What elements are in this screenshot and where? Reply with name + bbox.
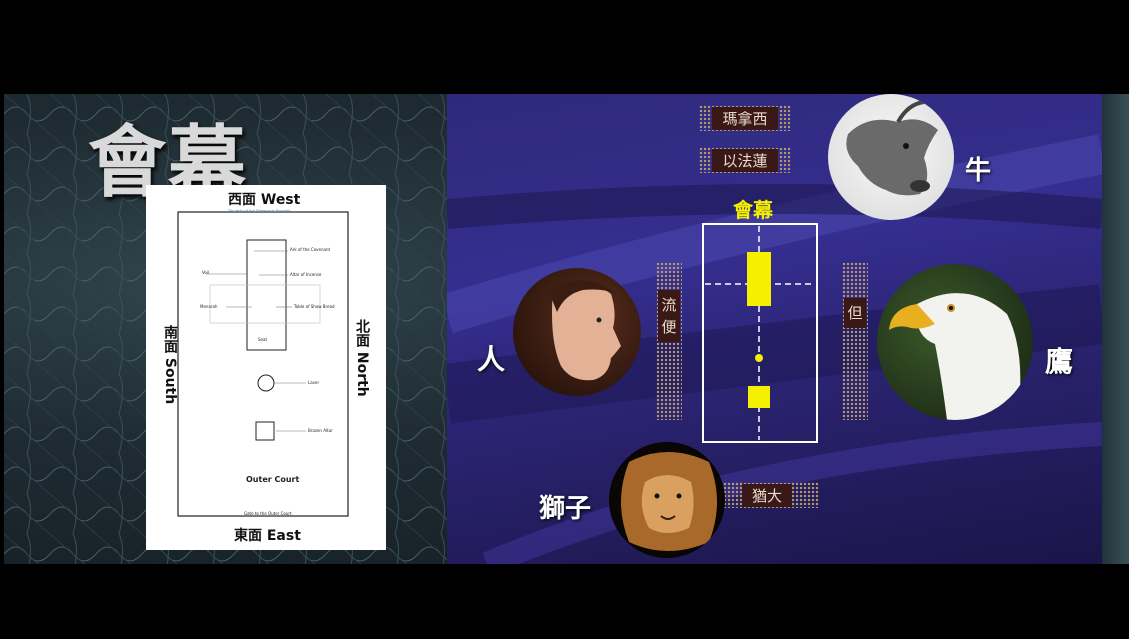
- eagle-icon: [889, 293, 1021, 420]
- tabernacle-box: [702, 223, 818, 443]
- holiest-caption: The Holy of the Tabernacle Beneath: [228, 209, 291, 213]
- eagle-portrait: [877, 264, 1033, 420]
- reuben-label: 流便: [658, 290, 680, 342]
- right-edge-texture: [1102, 94, 1129, 564]
- ox-icon: [846, 100, 938, 196]
- veil-label: Veil: [202, 270, 210, 275]
- eagle-label: 鷹: [1045, 345, 1074, 378]
- gate-label: Gate to the Outer Court: [244, 511, 292, 516]
- slide: 會幕 西面 West 東面 East 南面 South 北面 North The…: [4, 94, 1129, 564]
- ark-label: Ark of the Covenant: [290, 247, 331, 252]
- north-label: 北面 North: [354, 319, 370, 397]
- ox-label: 牛: [965, 156, 992, 186]
- camp-diagram-panel: 瑪拿西 以法蓮 會幕 流便 但 猶大: [447, 94, 1102, 564]
- brazen-altar-label: Brazen Altar: [308, 428, 333, 433]
- manasseh-label: 瑪拿西: [699, 105, 791, 131]
- east-label: 東面 East: [234, 528, 301, 544]
- man-icon: [549, 280, 621, 381]
- lion-label: 獅子: [539, 494, 592, 524]
- plan-drawing: [177, 211, 349, 517]
- laver-label: Laver: [308, 380, 320, 385]
- lion-icon: [621, 452, 717, 551]
- man-portrait: [513, 268, 641, 396]
- dan-dots: [842, 262, 868, 420]
- dan-label: 但: [844, 298, 866, 328]
- outer-court-label: Outer Court: [246, 475, 300, 484]
- seat-label: Seat: [258, 337, 268, 342]
- man-label: 人: [477, 343, 506, 376]
- south-label: 南面 South: [162, 325, 178, 405]
- ephraim-label: 以法蓮: [699, 147, 791, 173]
- west-label: 西面 West: [228, 192, 301, 208]
- lion-portrait: [609, 442, 725, 558]
- showbread-label: Table of Show Bread: [294, 304, 335, 309]
- tabernacle-plan: 西面 West 東面 East 南面 South 北面 North The Ho…: [146, 185, 386, 550]
- center-title: 會幕: [733, 198, 773, 222]
- incense-label: Altar of Incense: [290, 272, 322, 277]
- menorah-label: Menorah: [200, 304, 218, 309]
- judah-label: 猶大: [715, 482, 819, 508]
- ox-portrait: [828, 94, 954, 220]
